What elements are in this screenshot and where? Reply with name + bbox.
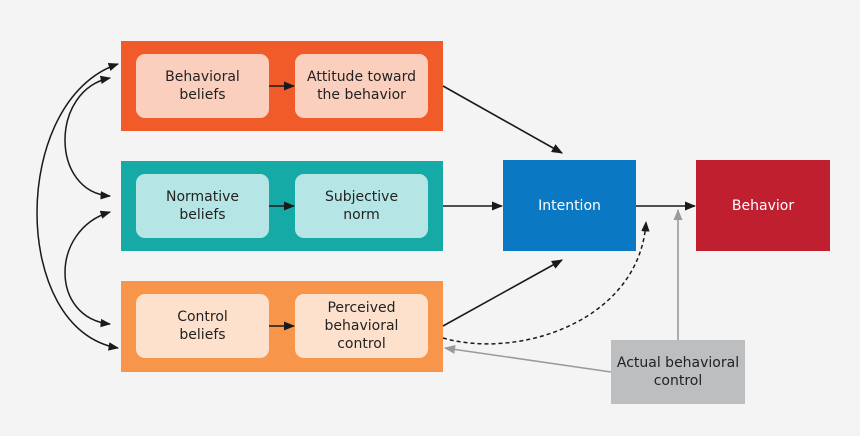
intention-node: Intention [503, 160, 636, 251]
perceived-control-node: Perceived behavioral control [295, 294, 428, 358]
curve-attitude-control [36, 63, 120, 351]
control-beliefs-node: Control beliefs [136, 294, 269, 358]
actual-control-node: Actual behavioral control [611, 340, 745, 404]
curve-norm-control [64, 210, 112, 328]
arrow-perceived-to-intention [442, 259, 563, 327]
behavior-node: Behavior [696, 160, 830, 251]
behavioral-beliefs-node: Behavioral beliefs [136, 54, 269, 118]
subjective-norm-node: Subjective norm [295, 174, 428, 238]
attitude-node: Attitude toward the behavior [295, 54, 428, 118]
normative-beliefs-node: Normative beliefs [136, 174, 269, 238]
arrow-attitude-to-intention [442, 85, 563, 154]
curve-attitude-norm [64, 75, 112, 200]
arrow-actual-to-perceived [443, 345, 612, 373]
